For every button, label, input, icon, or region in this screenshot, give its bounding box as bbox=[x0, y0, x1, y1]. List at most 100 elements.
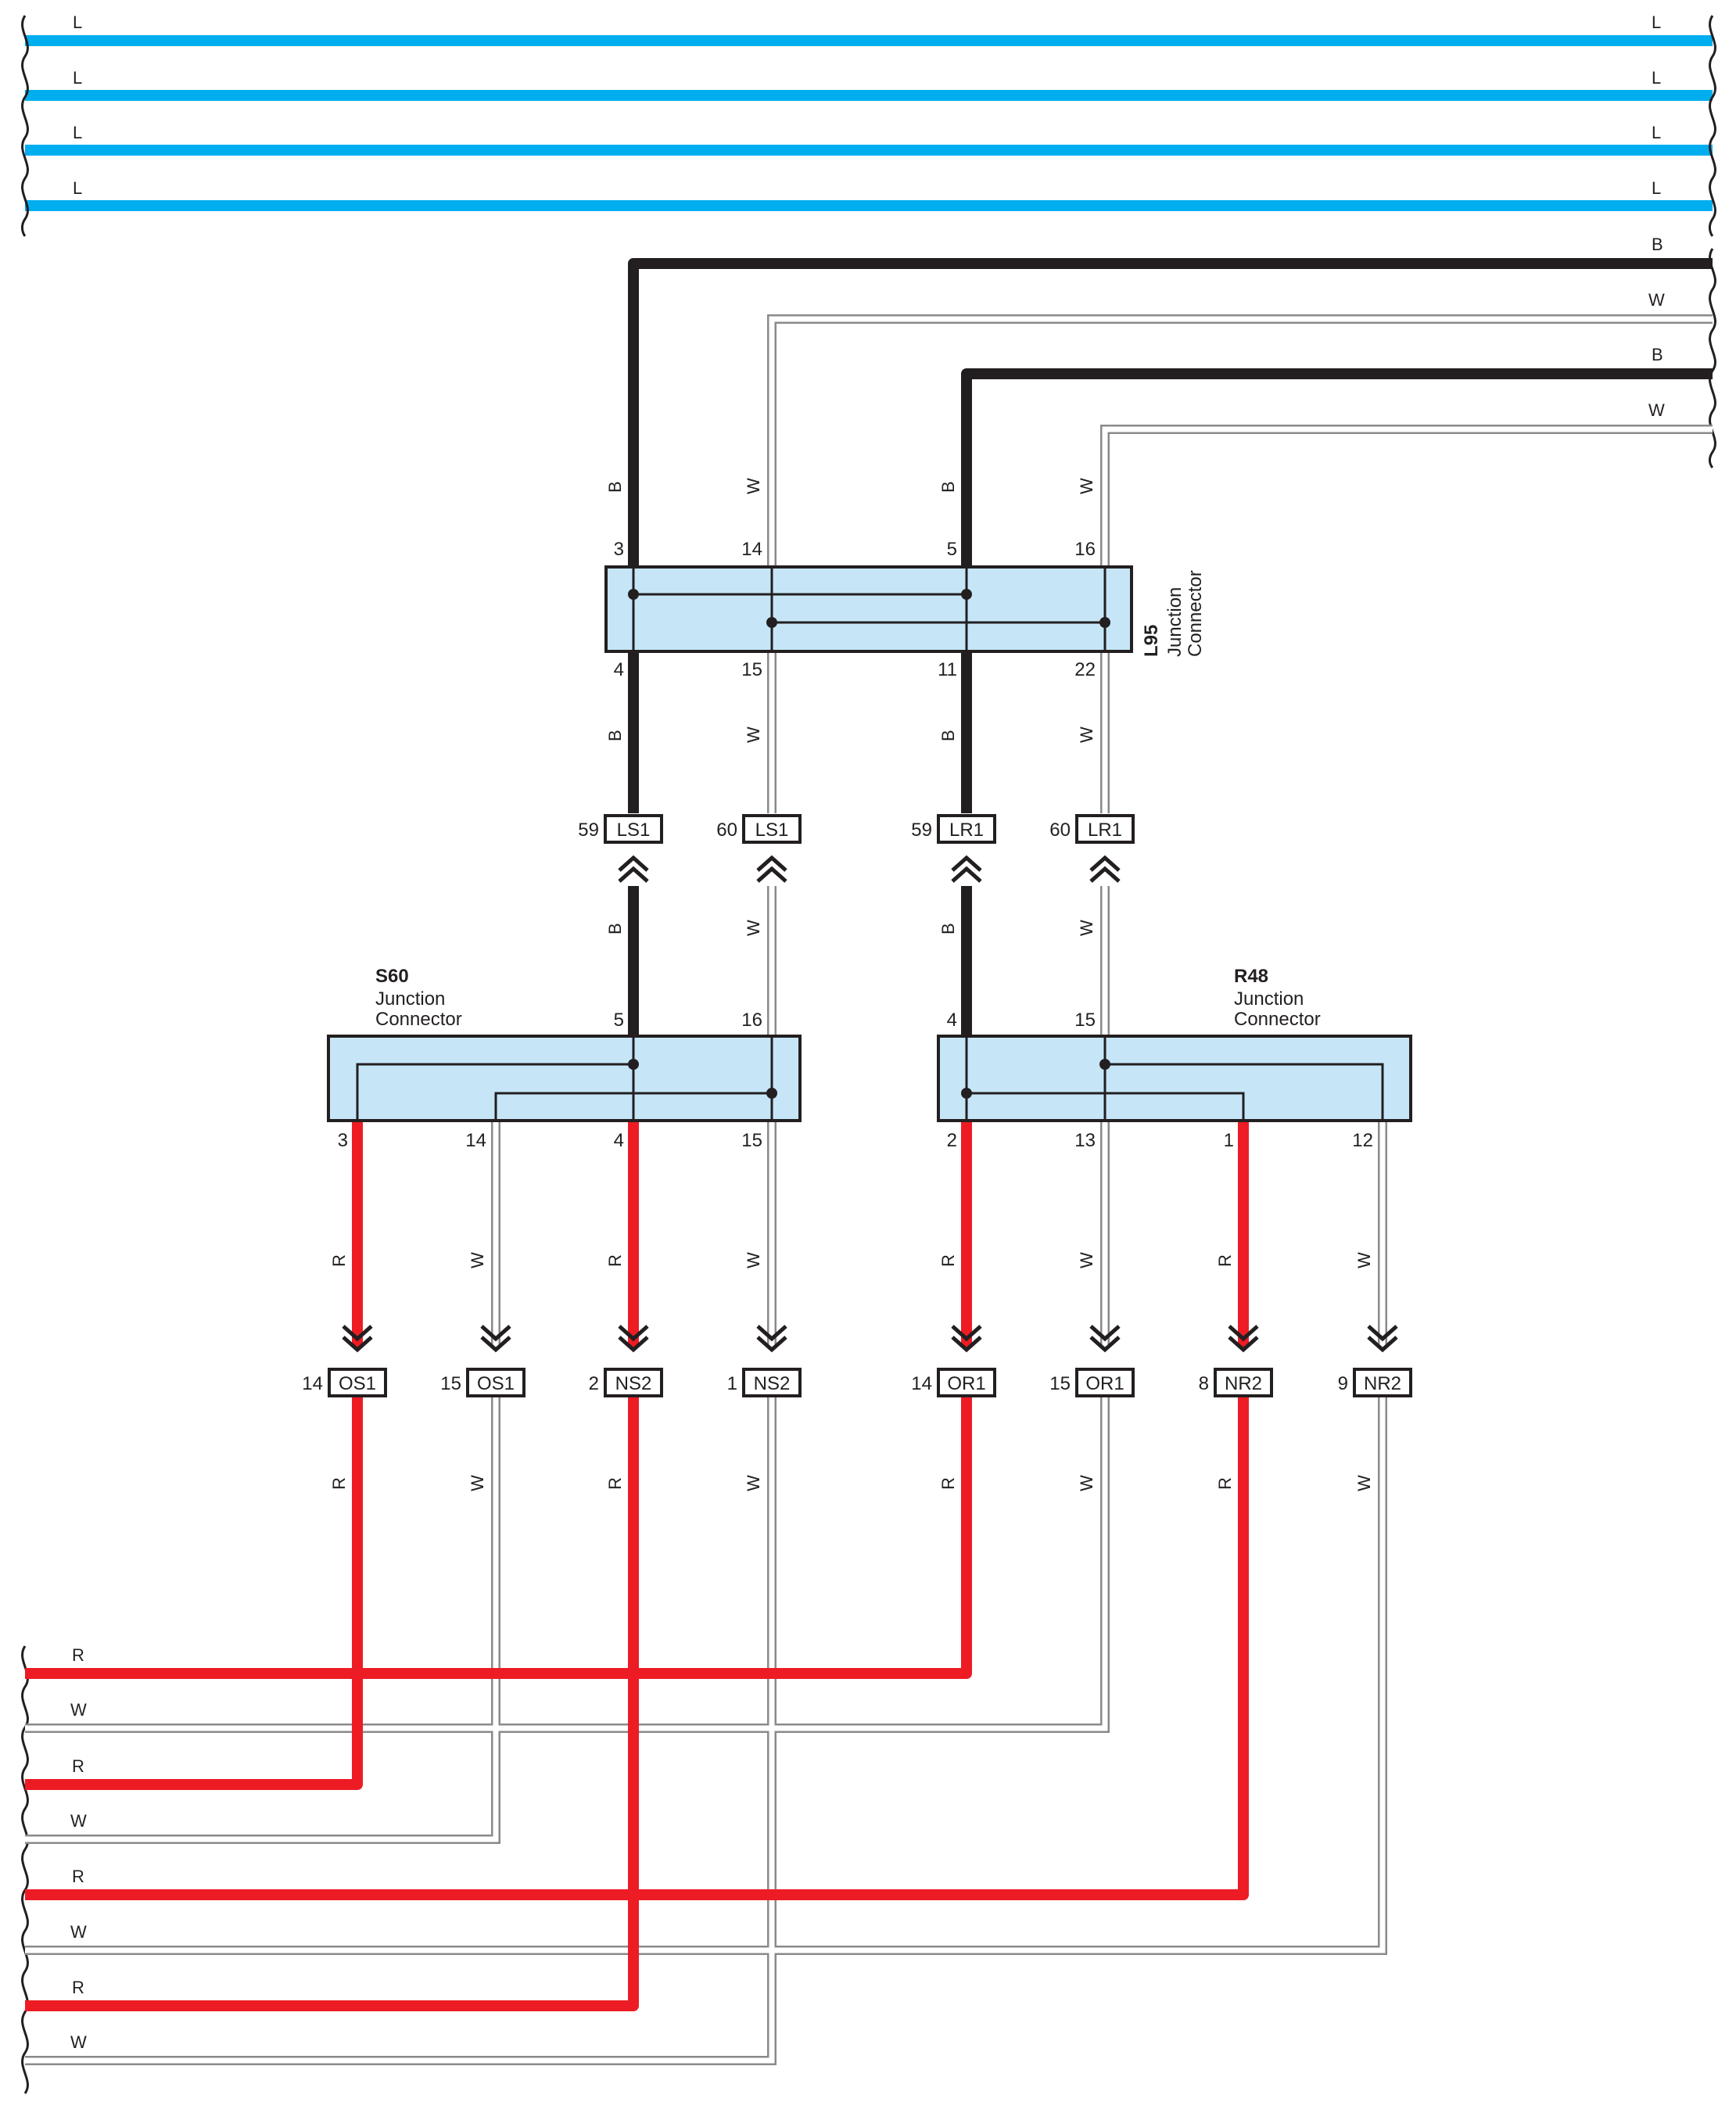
wire-code-label: W bbox=[1354, 1252, 1374, 1268]
black-wires bbox=[628, 258, 1713, 1036]
pin-number: 15 bbox=[741, 1130, 762, 1151]
connector-tag: OS1 bbox=[339, 1373, 376, 1394]
wire-R-os1 bbox=[25, 1396, 363, 1790]
connector-tag: LR1 bbox=[949, 820, 984, 841]
vertical-wire-labels: B W B W B W B W B W B W R W R W R W R W … bbox=[329, 478, 1374, 1491]
connector-id: L95 bbox=[1141, 625, 1162, 657]
wire-code-label: B bbox=[938, 730, 958, 741]
wire-code-label: W bbox=[1648, 290, 1665, 310]
break-mark-right-mid bbox=[1708, 248, 1716, 469]
wire-code-label: R bbox=[1215, 1254, 1235, 1267]
wire-code-label: W bbox=[744, 726, 763, 743]
connector-type-label: Junction bbox=[1234, 988, 1304, 1010]
inline-connector-ls1-60: LS1 60 bbox=[716, 814, 802, 883]
pin-number: 3 bbox=[338, 1130, 348, 1151]
connector-tag: NR2 bbox=[1225, 1373, 1262, 1394]
connector-body bbox=[937, 1035, 1412, 1122]
connector-id: R48 bbox=[1234, 966, 1268, 987]
wire-R-ns2 bbox=[25, 1396, 639, 2011]
connector-tag-box bbox=[742, 1368, 802, 1397]
pin-number: 4 bbox=[947, 1010, 957, 1031]
lower-inline-connectors: OS1 14 OS1 15 NS2 2 NS2 1 OR1 14 bbox=[302, 1325, 1412, 1397]
wire-B-2 bbox=[961, 368, 1713, 567]
connector-chevrons bbox=[1367, 1325, 1398, 1353]
wire-code-label: W bbox=[744, 478, 763, 494]
pin-number: 15 bbox=[1074, 1010, 1096, 1031]
connector-type-label: Connector bbox=[1234, 1009, 1321, 1030]
connector-chevrons bbox=[618, 855, 649, 883]
connector-chevrons bbox=[756, 855, 787, 883]
connector-chevrons bbox=[951, 1325, 982, 1353]
connector-tag: NS2 bbox=[754, 1373, 791, 1394]
wire-code-label: W bbox=[70, 1922, 87, 1942]
pin-number: 12 bbox=[1352, 1130, 1373, 1151]
wire-code-label: L bbox=[73, 178, 82, 198]
connector-chevrons bbox=[1228, 1325, 1259, 1353]
inline-connector-os1-14: OS1 14 bbox=[302, 1325, 387, 1397]
inline-connector-ns2-2: NS2 2 bbox=[589, 1325, 663, 1397]
pin-number: 9 bbox=[1338, 1373, 1348, 1394]
wire-code-label: W bbox=[70, 1700, 87, 1720]
connector-body bbox=[327, 1035, 802, 1122]
wire-code-label: W bbox=[70, 1811, 87, 1831]
splice-dot bbox=[766, 1088, 777, 1099]
wire-code-label: B bbox=[938, 481, 958, 493]
wire-W-2 bbox=[1102, 426, 1713, 567]
wire-code-label: W bbox=[1077, 478, 1096, 494]
pin-number: 1 bbox=[1224, 1130, 1234, 1151]
pin-number: 4 bbox=[614, 1130, 624, 1151]
wire-code-label: W bbox=[744, 920, 763, 936]
connector-type-label: Connector bbox=[1185, 570, 1206, 657]
pin-number: 2 bbox=[589, 1373, 599, 1394]
wire-code-label: L bbox=[73, 68, 82, 88]
wire-code-label: B bbox=[1652, 345, 1663, 364]
wire-code-label: L bbox=[73, 123, 82, 142]
wire-code-label: W bbox=[1077, 726, 1096, 743]
pin-number: 15 bbox=[741, 659, 762, 680]
wire-code-label: W bbox=[1648, 400, 1665, 420]
connector-tag-box bbox=[1353, 1368, 1412, 1397]
connector-tag: OS1 bbox=[477, 1373, 515, 1394]
upper-inline-connectors: LS1 59 LS1 60 LR1 59 LR1 60 bbox=[578, 814, 1135, 883]
pin-number: 59 bbox=[578, 820, 599, 841]
wire-code-label: R bbox=[605, 1254, 625, 1267]
pin-number: 8 bbox=[1199, 1373, 1209, 1394]
wire-code-label: W bbox=[468, 1252, 487, 1268]
pin-number: 59 bbox=[911, 820, 932, 841]
connector-tag-box bbox=[604, 1368, 663, 1397]
break-mark-bottom-left bbox=[21, 1645, 29, 2094]
pin-number: 16 bbox=[741, 1010, 762, 1031]
break-mark-top-right bbox=[1708, 15, 1716, 237]
connector-chevrons bbox=[1089, 1325, 1121, 1353]
pin-number: 15 bbox=[440, 1373, 461, 1394]
connector-tag: LS1 bbox=[617, 820, 651, 841]
wire-code-label: L bbox=[1652, 123, 1661, 142]
connector-tag-box bbox=[937, 1368, 996, 1397]
pin-number: 4 bbox=[614, 659, 624, 680]
top-bus: L L L L L L L L bbox=[25, 13, 1713, 211]
pin-number: 14 bbox=[302, 1373, 323, 1394]
wire-code-label: B bbox=[605, 923, 625, 934]
connector-tag-box bbox=[1075, 814, 1135, 844]
wire-code-label: L bbox=[1652, 68, 1661, 88]
connector-tag: OR1 bbox=[1085, 1373, 1124, 1394]
junction-connector-l95: 3 14 5 16 4 15 11 22 L95 Junction Connec… bbox=[604, 539, 1206, 680]
connector-body bbox=[604, 565, 1133, 653]
wire-W-1 bbox=[769, 316, 1713, 567]
wire-code-label: W bbox=[1077, 1252, 1096, 1268]
pin-number: 15 bbox=[1049, 1373, 1071, 1394]
wire-code-label: R bbox=[1215, 1477, 1235, 1490]
inline-connector-lr1-60: LR1 60 bbox=[1049, 814, 1135, 883]
pin-number: 2 bbox=[947, 1130, 957, 1151]
splice-dot bbox=[1099, 617, 1110, 628]
wire-W-os1 bbox=[25, 1396, 499, 1842]
connector-tag-box bbox=[742, 814, 802, 844]
wire-code-label: R bbox=[72, 1867, 84, 1886]
wire-code-label: W bbox=[744, 1252, 763, 1268]
splice-dot bbox=[961, 1088, 972, 1099]
inline-connector-ns2-1: NS2 1 bbox=[727, 1325, 802, 1397]
wire-code-label: L bbox=[1652, 13, 1661, 32]
wire-code-label: B bbox=[605, 481, 625, 493]
connector-chevrons bbox=[951, 855, 982, 883]
splice-dot bbox=[1099, 1059, 1110, 1070]
